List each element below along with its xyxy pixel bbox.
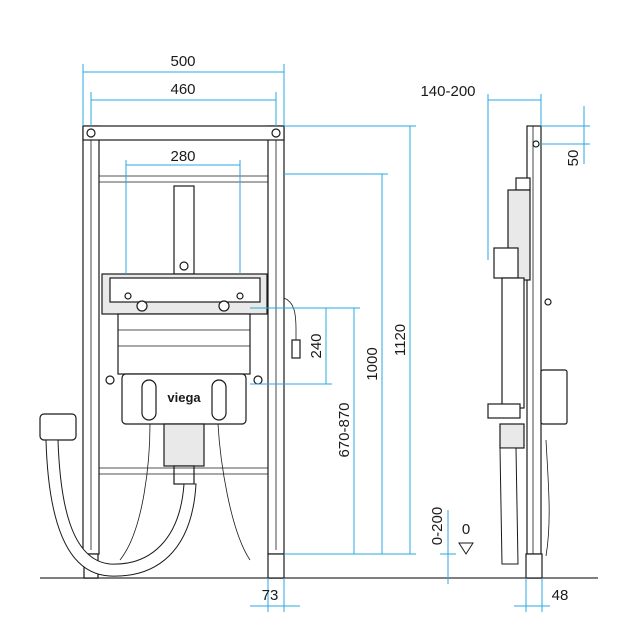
side-view — [487, 125, 568, 579]
cable — [283, 297, 297, 340]
dim-floor-level: 0 — [462, 521, 470, 538]
fixing-hole-left2 — [124, 292, 132, 300]
logo-slot-left — [141, 379, 157, 421]
side-clamp — [487, 403, 521, 419]
dim-foot-width: 73 — [262, 587, 279, 604]
front-view: viega — [39, 125, 301, 579]
dim-top-offset: 50 — [565, 150, 582, 167]
top-rail — [82, 125, 285, 141]
fixing-plate-inner — [109, 277, 261, 303]
top-right-hole — [271, 128, 281, 138]
side-bracket — [515, 177, 531, 191]
fixing-hole-right2 — [236, 292, 244, 300]
side-bolt — [544, 298, 552, 306]
dimensions: 500 460 280 1120 1000 670-870 240 73 — [82, 53, 590, 612]
dim-height-fixing: 1000 — [364, 347, 381, 380]
center-bolt — [179, 261, 189, 271]
side-foot — [525, 553, 543, 579]
flex-hose-left — [119, 423, 151, 561]
flex-hose-right — [217, 423, 251, 561]
dim-width-inner: 460 — [170, 81, 195, 98]
foot-right — [267, 553, 285, 579]
dim-height-adjust: 670-870 — [336, 402, 353, 457]
center-upright — [173, 185, 195, 275]
flush-pipe-elbow — [39, 413, 77, 441]
side-drain — [499, 423, 525, 449]
cistern-body — [117, 313, 251, 375]
corrugated-hose — [45, 439, 197, 577]
fixing-hole-right — [218, 300, 230, 312]
side-plate — [493, 247, 519, 279]
cable-plug — [291, 339, 301, 359]
dim-floor-adjust: 0-200 — [429, 507, 446, 545]
drain-connector — [163, 423, 205, 467]
side-bolt-right — [253, 375, 263, 385]
brand-logo: viega — [167, 390, 201, 405]
dim-height-holes: 240 — [308, 333, 325, 358]
side-bolt-left — [105, 375, 115, 385]
side-body — [501, 277, 525, 409]
dim-width-outer: 500 — [170, 53, 195, 70]
dim-depth: 140-200 — [420, 83, 475, 100]
side-hose — [499, 447, 519, 565]
fixing-hole-left — [136, 300, 148, 312]
dim-foot-depth: 48 — [552, 587, 569, 604]
drain-socket — [173, 465, 195, 485]
logo-slot-right — [211, 379, 227, 421]
side-pipe — [540, 369, 568, 425]
level-triangle-icon — [458, 542, 474, 555]
side-top-hole — [532, 140, 540, 148]
dim-height-total: 1120 — [392, 324, 409, 356]
dim-width-fixing: 280 — [170, 148, 195, 165]
top-left-hole — [86, 128, 96, 138]
